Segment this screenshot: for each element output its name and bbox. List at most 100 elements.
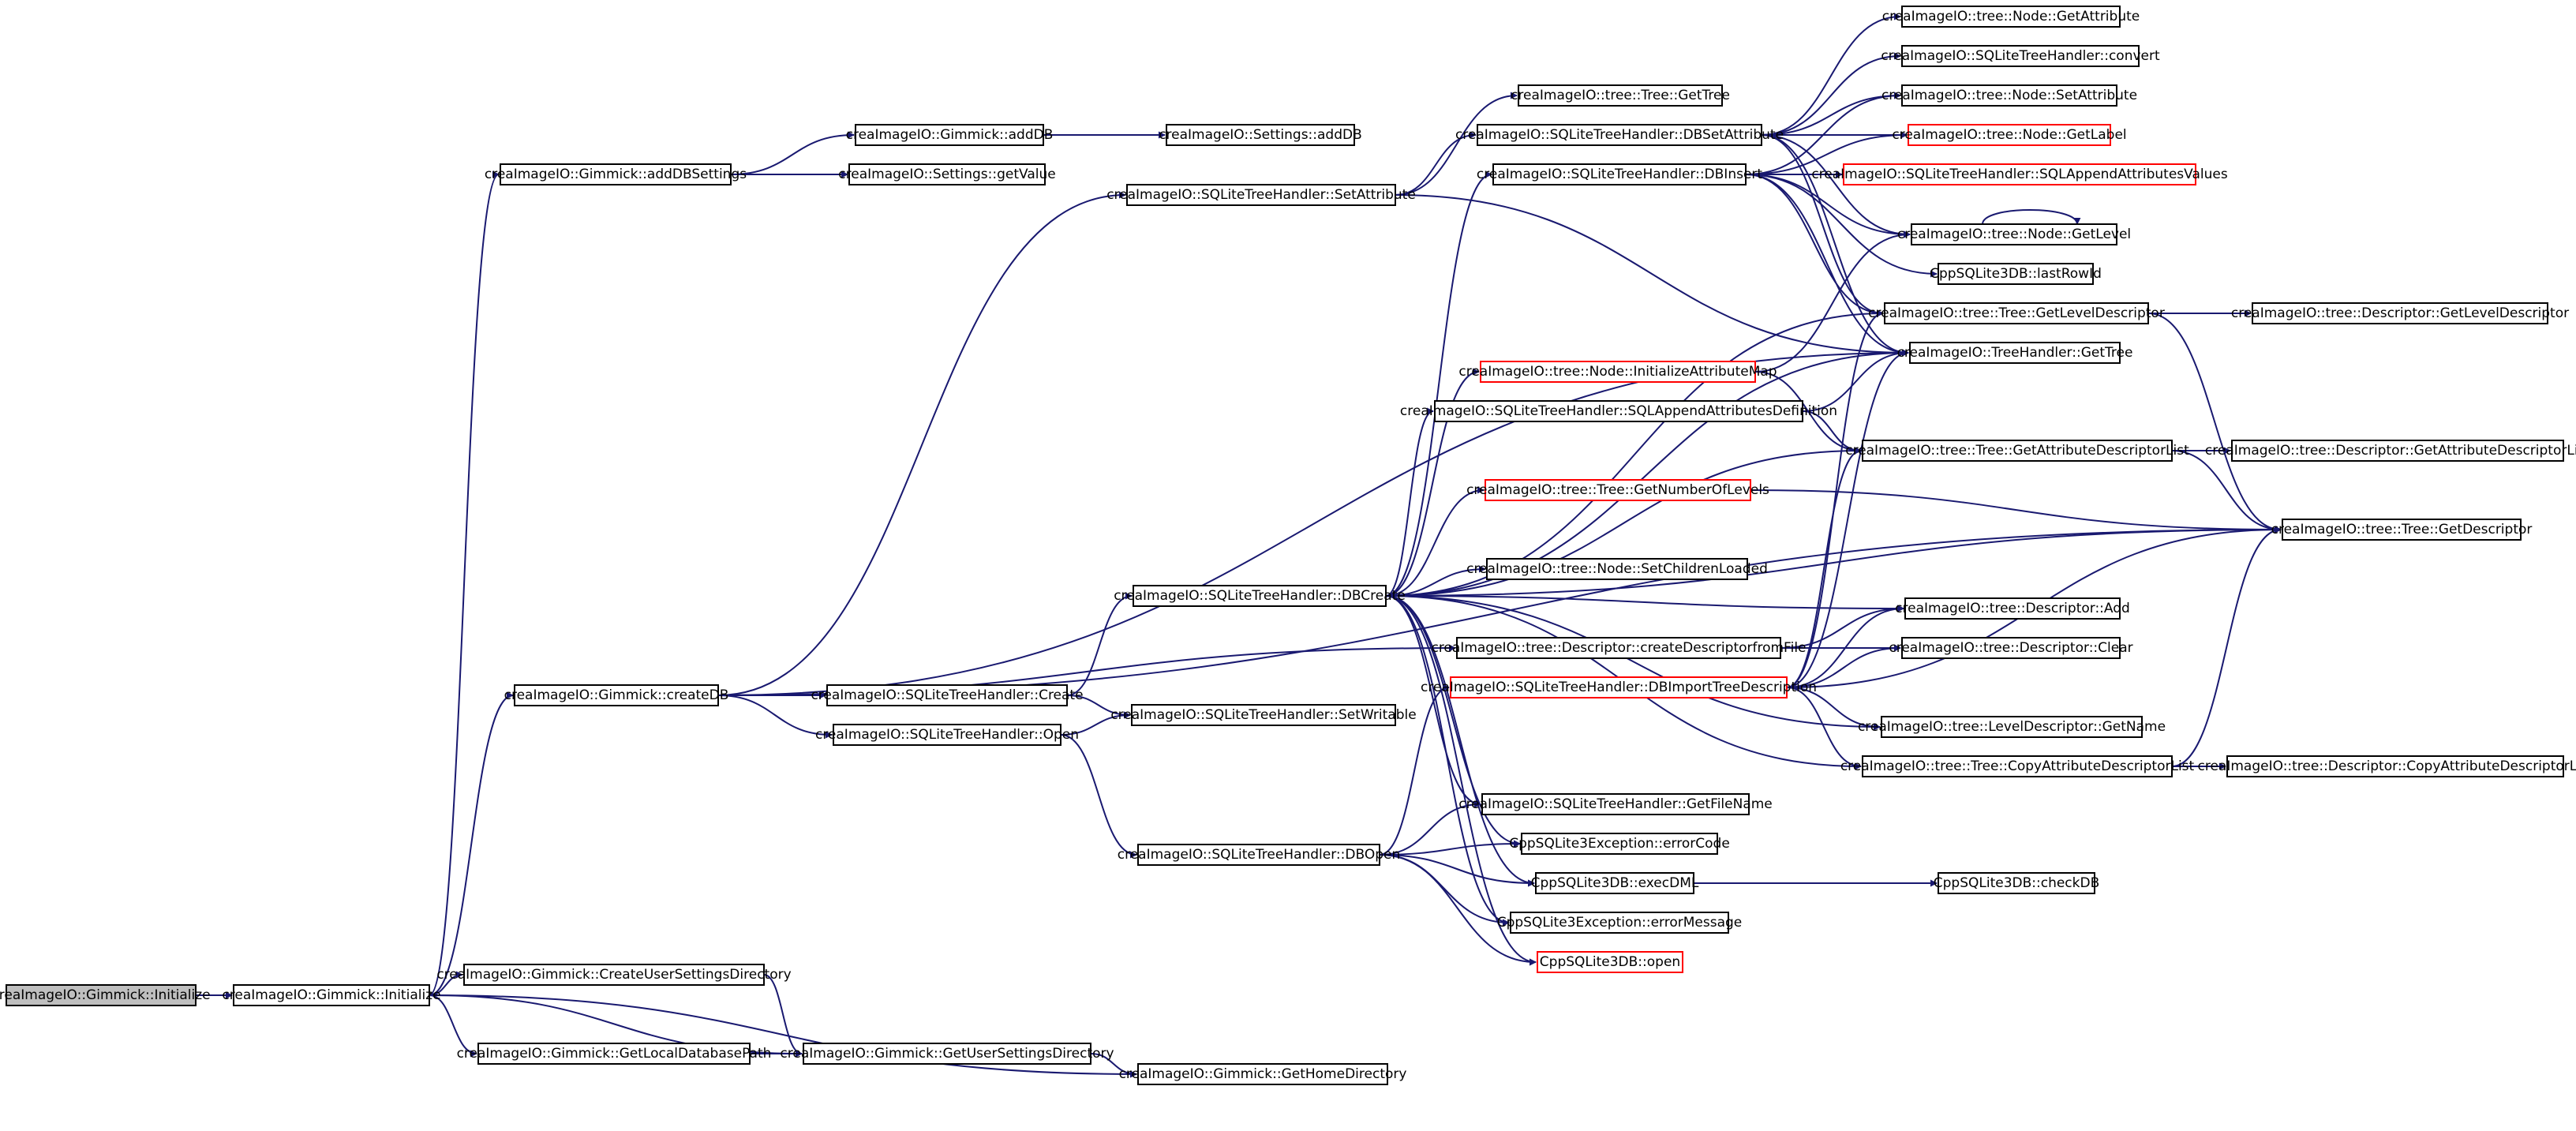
node-execdml[interactable]: CppSQLite3DB::execDML (1531, 872, 1699, 894)
node-initattrmap[interactable]: creaImageIO::tree::Node::InitializeAttri… (1458, 361, 1777, 383)
node-label: creaImageIO::SQLiteTreeHandler::DBCreate (1114, 588, 1406, 604)
node-label: creaImageIO::Gimmick::CreateUserSettings… (436, 967, 791, 983)
node-box (463, 964, 765, 986)
edge-dbimport-to-thgettree (1786, 349, 1909, 688)
edge-sqlappdef-to-thgettree (1802, 349, 1909, 412)
node-dbopen[interactable]: creaImageIO::SQLiteTreeHandler::DBOpen (1118, 844, 1401, 866)
node-box (1492, 163, 1747, 185)
node-getlabel[interactable]: creaImageIO::tree::Node::GetLabel (1892, 124, 2127, 146)
node-box (6, 984, 197, 1006)
edge-dbsetattr-to-nodegetattr (1761, 13, 1901, 136)
node-box (477, 1043, 751, 1065)
node-box (514, 684, 719, 706)
node-label: creaImageIO::tree::Node::GetAttribute (1882, 9, 2140, 24)
node-createdesc[interactable]: creaImageIO::tree::Descriptor::createDes… (1431, 637, 1807, 659)
edge-dbimport-to-getattrdesclist (1786, 447, 1862, 688)
node-open[interactable]: creaImageIO::SQLiteTreeHandler::Open (815, 724, 1079, 746)
node-setwritable[interactable]: creaImageIO::SQLiteTreeHandler::SetWrita… (1110, 704, 1417, 726)
node-box (1477, 124, 1762, 146)
node-dbimport[interactable]: creaImageIO::SQLiteTreeHandler::DBImport… (1421, 676, 1817, 698)
node-getfilename[interactable]: creaImageIO::SQLiteTreeHandler::GetFileN… (1458, 793, 1773, 815)
node-getleveldesc[interactable]: creaImageIO::tree::Tree::GetLevelDescrip… (1868, 302, 2165, 324)
node-box (826, 684, 1068, 706)
edge-init-to-getlocaldb (429, 994, 477, 1058)
edge-dbcreate-to-sqlappdef (1385, 407, 1434, 597)
node-getlevel[interactable]: creaImageIO::tree::Node::GetLevel (1897, 223, 2131, 245)
node-errcode[interactable]: CppSQLite3Exception::errorCode (1509, 833, 1730, 855)
node-setchildren[interactable]: creaImageIO::tree::Node::SetChildrenLoad… (1466, 558, 1768, 580)
node-box (1881, 716, 2143, 738)
node-dbcreate[interactable]: creaImageIO::SQLiteTreeHandler::DBCreate (1114, 585, 1406, 607)
node-getattrdesclist[interactable]: creaImageIO::tree::Tree::GetAttributeDes… (1845, 440, 2189, 462)
node-copyattrdesclist[interactable]: creaImageIO::tree::Tree::CopyAttributeDe… (1840, 755, 2195, 777)
edge-copyattrdesclist-to-getdescriptor (2171, 526, 2282, 767)
node-desccopyattrlist[interactable]: creaImageIO::tree::Descriptor::CopyAttri… (2198, 755, 2576, 777)
node-nodesetattr[interactable]: creaImageIO::tree::Node::SetAttribute (1881, 84, 2137, 107)
node-init[interactable]: creaImageIO::Gimmick::Initialize (222, 984, 441, 1006)
node-errmsg[interactable]: CppSQLite3Exception::errorMessage (1497, 912, 1743, 934)
node-create[interactable]: creaImageIO::SQLiteTreeHandler::Create (811, 684, 1084, 706)
node-label: creaImageIO::SQLiteTreeHandler::SQLAppen… (1400, 403, 1837, 419)
node-box (1480, 361, 1756, 383)
node-getlocaldb[interactable]: creaImageIO::Gimmick::GetLocalDatabasePa… (457, 1043, 772, 1065)
node-label: creaImageIO::SQLiteTreeHandler::SetWrita… (1110, 707, 1416, 723)
node-getdescriptor[interactable]: creaImageIO::tree::Tree::GetDescriptor (2271, 519, 2533, 541)
node-label: creaImageIO::Gimmick::addDBSettings (485, 167, 747, 182)
node-gethome[interactable]: creaImageIO::Gimmick::GetHomeDirectory (1119, 1063, 1407, 1085)
node-label: creaImageIO::SQLiteTreeHandler::convert (1881, 48, 2160, 64)
node-label: creaImageIO::tree::Descriptor::Clear (1889, 640, 2132, 656)
node-setadddb[interactable]: creaImageIO::Settings::addDB (1159, 124, 1362, 146)
edge-dbsetattr-to-getlevel (1761, 134, 1911, 238)
node-dbsetattr[interactable]: creaImageIO::SQLiteTreeHandler::DBSetAtt… (1455, 124, 1784, 146)
edge-getlevel-to-getlevel (1982, 209, 2081, 225)
node-label: creaImageIO::tree::Node::SetChildrenLoad… (1466, 561, 1768, 577)
node-label: creaImageIO::Gimmick::GetHomeDirectory (1119, 1066, 1407, 1082)
node-sqlappvalues[interactable]: creaImageIO::SQLiteTreeHandler::SQLAppen… (1811, 163, 2228, 185)
edge-dbopen-to-sqlopen (1379, 854, 1537, 966)
node-thgettree[interactable]: creaImageIO::TreeHandler::GetTree (1897, 342, 2133, 364)
edge-dbcreate-to-getleveldesc (1385, 309, 1884, 597)
node-lastrowid[interactable]: CppSQLite3DB::lastRowId (1930, 263, 2102, 285)
edge-create-to-setwritable (1066, 695, 1131, 719)
node-box (1518, 84, 1723, 107)
node-box (803, 1043, 1091, 1065)
edge-init-to-gethome (429, 994, 1137, 1078)
node-descclear[interactable]: creaImageIO::tree::Descriptor::Clear (1889, 637, 2133, 659)
node-box (1450, 676, 1788, 698)
node-lvldescgetname[interactable]: creaImageIO::tree::LevelDescriptor::GetN… (1858, 716, 2166, 738)
node-root[interactable]: creaImageIO::Gimmick::Initialize (0, 984, 211, 1006)
node-convert[interactable]: creaImageIO::SQLiteTreeHandler::convert (1881, 45, 2160, 67)
edge-dbimport-to-lvldescgetname (1786, 687, 1881, 731)
node-box (1510, 912, 1729, 934)
node-sqlappdef[interactable]: creaImageIO::SQLiteTreeHandler::SQLAppen… (1400, 400, 1837, 422)
node-setattr[interactable]: creaImageIO::SQLiteTreeHandler::SetAttri… (1106, 184, 1416, 206)
node-box (1486, 558, 1748, 580)
node-nodegetattr[interactable]: creaImageIO::tree::Node::GetAttribute (1882, 6, 2140, 28)
node-getvalue[interactable]: creaImageIO::Settings::getValue (838, 163, 1056, 185)
node-label: creaImageIO::SQLiteTreeHandler::DBOpen (1118, 847, 1401, 863)
node-createus[interactable]: creaImageIO::Gimmick::CreateUserSettings… (436, 964, 792, 986)
edge-getleveldesc-to-getdescriptor (2147, 313, 2282, 534)
node-descgetattrlist[interactable]: creaImageIO::tree::Descriptor::GetAttrib… (2205, 440, 2576, 462)
node-descgetleveldesc[interactable]: creaImageIO::tree::Descriptor::GetLevelD… (2231, 302, 2569, 324)
node-descadd[interactable]: creaImageIO::tree::Descriptor::Add (1895, 597, 2130, 620)
node-getnumlevels[interactable]: creaImageIO::tree::Tree::GetNumberOfLeve… (1466, 479, 1769, 501)
node-adddb[interactable]: creaImageIO::Gimmick::addDB (846, 124, 1054, 146)
node-box (1901, 45, 2140, 67)
node-box (1904, 597, 2121, 620)
node-getus[interactable]: creaImageIO::Gimmick::GetUserSettingsDir… (780, 1043, 1114, 1065)
node-checkdb[interactable]: CppSQLite3DB::checkDB (1934, 872, 2100, 894)
node-box (1901, 84, 2117, 107)
edge-init-to-createdb (429, 691, 514, 996)
node-label: creaImageIO::Gimmick::createDB (504, 687, 729, 703)
node-box (1938, 872, 2095, 894)
node-sqlopen[interactable]: CppSQLite3DB::open (1537, 951, 1683, 973)
node-dbinsert[interactable]: creaImageIO::SQLiteTreeHandler::DBInsert (1477, 163, 1762, 185)
node-label: creaImageIO::SQLiteTreeHandler::DBImport… (1421, 680, 1817, 695)
node-createdb[interactable]: creaImageIO::Gimmick::createDB (504, 684, 729, 706)
node-treegettree[interactable]: creaImageIO::tree::Tree::GetTree (1511, 84, 1730, 107)
node-box (848, 163, 1046, 185)
node-label: creaImageIO::Gimmick::GetLocalDatabasePa… (457, 1046, 772, 1062)
node-adddbs[interactable]: creaImageIO::Gimmick::addDBSettings (485, 163, 747, 185)
node-box (833, 724, 1061, 746)
